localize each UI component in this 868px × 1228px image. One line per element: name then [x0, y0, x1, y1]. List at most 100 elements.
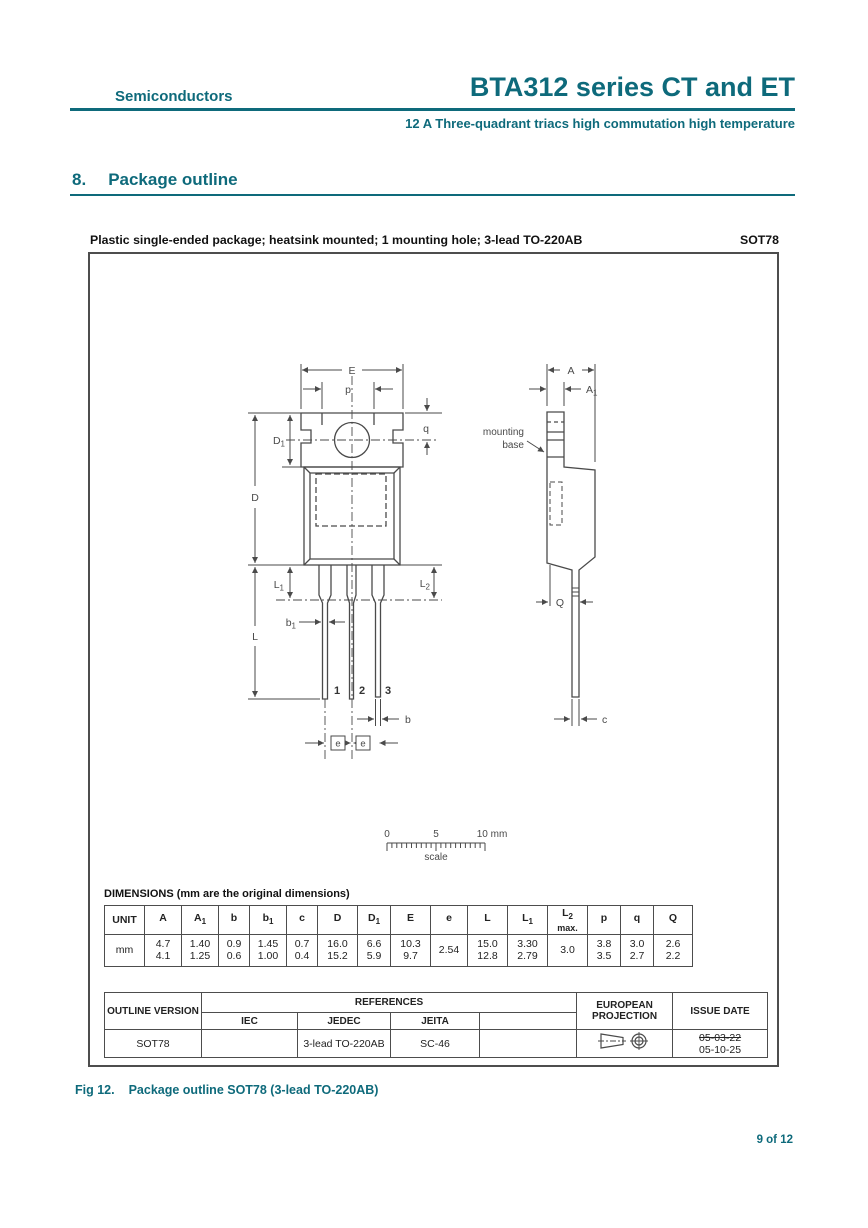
package-description: Plastic single-ended package; heatsink m… [90, 233, 583, 247]
scale-tick-10: 10 mm [477, 829, 508, 840]
col-header-A1: A1 [181, 905, 219, 935]
dim-label-A1: A1 [586, 384, 598, 398]
dim-label-A: A [567, 365, 574, 377]
figure-number: Fig 12. [75, 1083, 115, 1097]
mounting-base-label-1: mounting [483, 427, 524, 438]
dim-label-c: c [602, 714, 607, 726]
mounting-base-label-2: base [502, 440, 524, 451]
dim-label-p: p [345, 384, 351, 396]
blank-header [478, 1012, 578, 1030]
dim-label-L: L [252, 631, 258, 643]
european-projection-header: EUROPEAN PROJECTION [576, 992, 674, 1030]
dim-label-q: q [423, 423, 429, 435]
value-e: 2.54 [430, 933, 468, 967]
dim-label-L1: L1 [274, 579, 285, 593]
front-view [300, 412, 404, 700]
package-code: SOT78 [740, 233, 779, 247]
front-dimensions [248, 364, 442, 751]
col-header-A: A [144, 905, 182, 935]
side-dimension-labels: A A1 mounting base Q c [483, 365, 607, 726]
col-header-E: E [390, 905, 431, 935]
col-header-b1: b1 [249, 905, 287, 935]
section-number: 8. [72, 170, 87, 189]
dim-label-Q: Q [556, 597, 564, 609]
jeita-cell: SC-46 [390, 1029, 480, 1058]
dim-label-D1: D1 [273, 435, 286, 449]
scale-caption: scale [424, 852, 448, 863]
pin2-label: 2 [359, 685, 365, 697]
references-data-row: SOT78 3-lead TO-220AB SC-46 [104, 1029, 769, 1058]
dim-label-b1: b1 [286, 617, 297, 631]
col-header-Q: Q [653, 905, 693, 935]
side-dimensions [526, 364, 597, 726]
pin-numbers: 1 2 3 [334, 685, 391, 697]
references-table: OUTLINE VERSION REFERENCES EUROPEAN PROJ… [104, 992, 769, 1058]
col-header-p: p [587, 905, 621, 935]
european-projection-symbol [597, 1032, 648, 1050]
dim-label-e1: e [335, 739, 340, 750]
doc-subtitle: 12 A Three-quadrant triacs high commutat… [405, 116, 795, 131]
col-header-unit: UNIT [104, 905, 145, 935]
pin1-label: 1 [334, 685, 340, 697]
scale-tick-0: 0 [384, 829, 390, 840]
figure-title: Package outline SOT78 (3-lead TO-220AB) [128, 1083, 379, 1097]
jeita-header: JEITA [390, 1012, 480, 1030]
outline-version-cell: SOT78 [104, 1029, 202, 1058]
page-number: 9 of 12 [756, 1134, 793, 1146]
dim-label-L2: L2 [420, 578, 431, 592]
projection-symbol-cell [576, 1029, 674, 1058]
figure-frame: 1 2 3 [88, 252, 779, 1067]
scale-bar-labels: 0 5 10 mm scale [384, 829, 507, 863]
iec-header: IEC [201, 1012, 298, 1030]
pin3-label: 3 [385, 685, 391, 697]
unit-cell: mm [104, 933, 145, 967]
col-header-q: q [620, 905, 654, 935]
dim-label-b: b [405, 714, 411, 726]
issue-date-header: ISSUE DATE [672, 992, 769, 1030]
dim-label-e2: e [360, 739, 365, 750]
jedec-header: JEDEC [297, 1012, 391, 1030]
side-view [546, 411, 596, 698]
scale-bar [386, 842, 486, 851]
issue-date-cell: 05-03-22 05-10-25 [672, 1029, 769, 1058]
outline-version-header: OUTLINE VERSION [104, 992, 202, 1030]
col-header-L1: L1 [507, 905, 548, 935]
references-header-row-1: OUTLINE VERSION REFERENCES EUROPEAN PROJ… [104, 992, 769, 1030]
dimensions-table-title: DIMENSIONS (mm are the original dimensio… [104, 888, 350, 900]
section-title: Package outline [108, 170, 238, 189]
figure-caption: Fig 12. Package outline SOT78 (3-lead TO… [75, 1083, 378, 1097]
section-rule [70, 194, 795, 196]
col-header-L: L [467, 905, 508, 935]
col-header-D1: D1 [357, 905, 391, 935]
blank-cell [478, 1029, 578, 1058]
header-rule [70, 108, 795, 111]
col-header-b: b [218, 905, 250, 935]
front-dimension-labels: E p q D1 D L1 L2 b1 L b e e [251, 365, 430, 750]
figure-top-caption: Plastic single-ended package; heatsink m… [90, 233, 779, 247]
col-header-D: D [317, 905, 358, 935]
issue-date-old: 05-03-22 [699, 1031, 742, 1044]
references-header: REFERENCES [200, 992, 578, 1013]
col-header-c: c [286, 905, 318, 935]
package-outline-drawing: 1 2 3 [248, 364, 607, 863]
scale-tick-5: 5 [433, 829, 439, 840]
brand-text: Semiconductors [115, 88, 233, 105]
section-heading: 8. Package outline [72, 170, 238, 190]
dim-label-E: E [348, 365, 355, 377]
